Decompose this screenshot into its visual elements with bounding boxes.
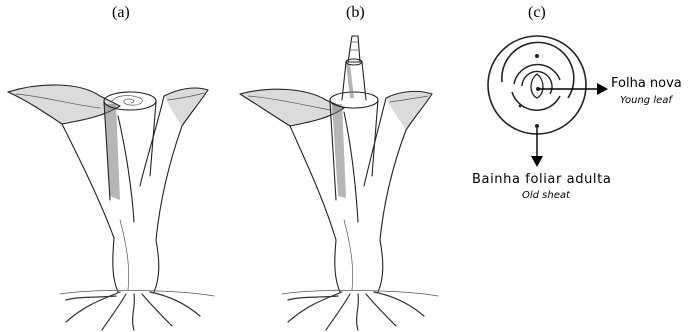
- old-sheath-label: Bainha foliar adulta: [472, 172, 611, 187]
- panel-a-drawing: [8, 85, 214, 330]
- young-leaf-translation: Young leaf: [620, 95, 672, 106]
- panel-b-drawing: [240, 36, 438, 330]
- panel-label-b: (b): [346, 4, 365, 22]
- panel-label-c: (c): [528, 4, 546, 22]
- young-leaf-label: Folha nova: [611, 76, 682, 91]
- panel-c-cross-section: [488, 36, 586, 134]
- panel-label-a: (a): [112, 4, 130, 22]
- old-sheath-translation: Old sheat: [522, 190, 570, 201]
